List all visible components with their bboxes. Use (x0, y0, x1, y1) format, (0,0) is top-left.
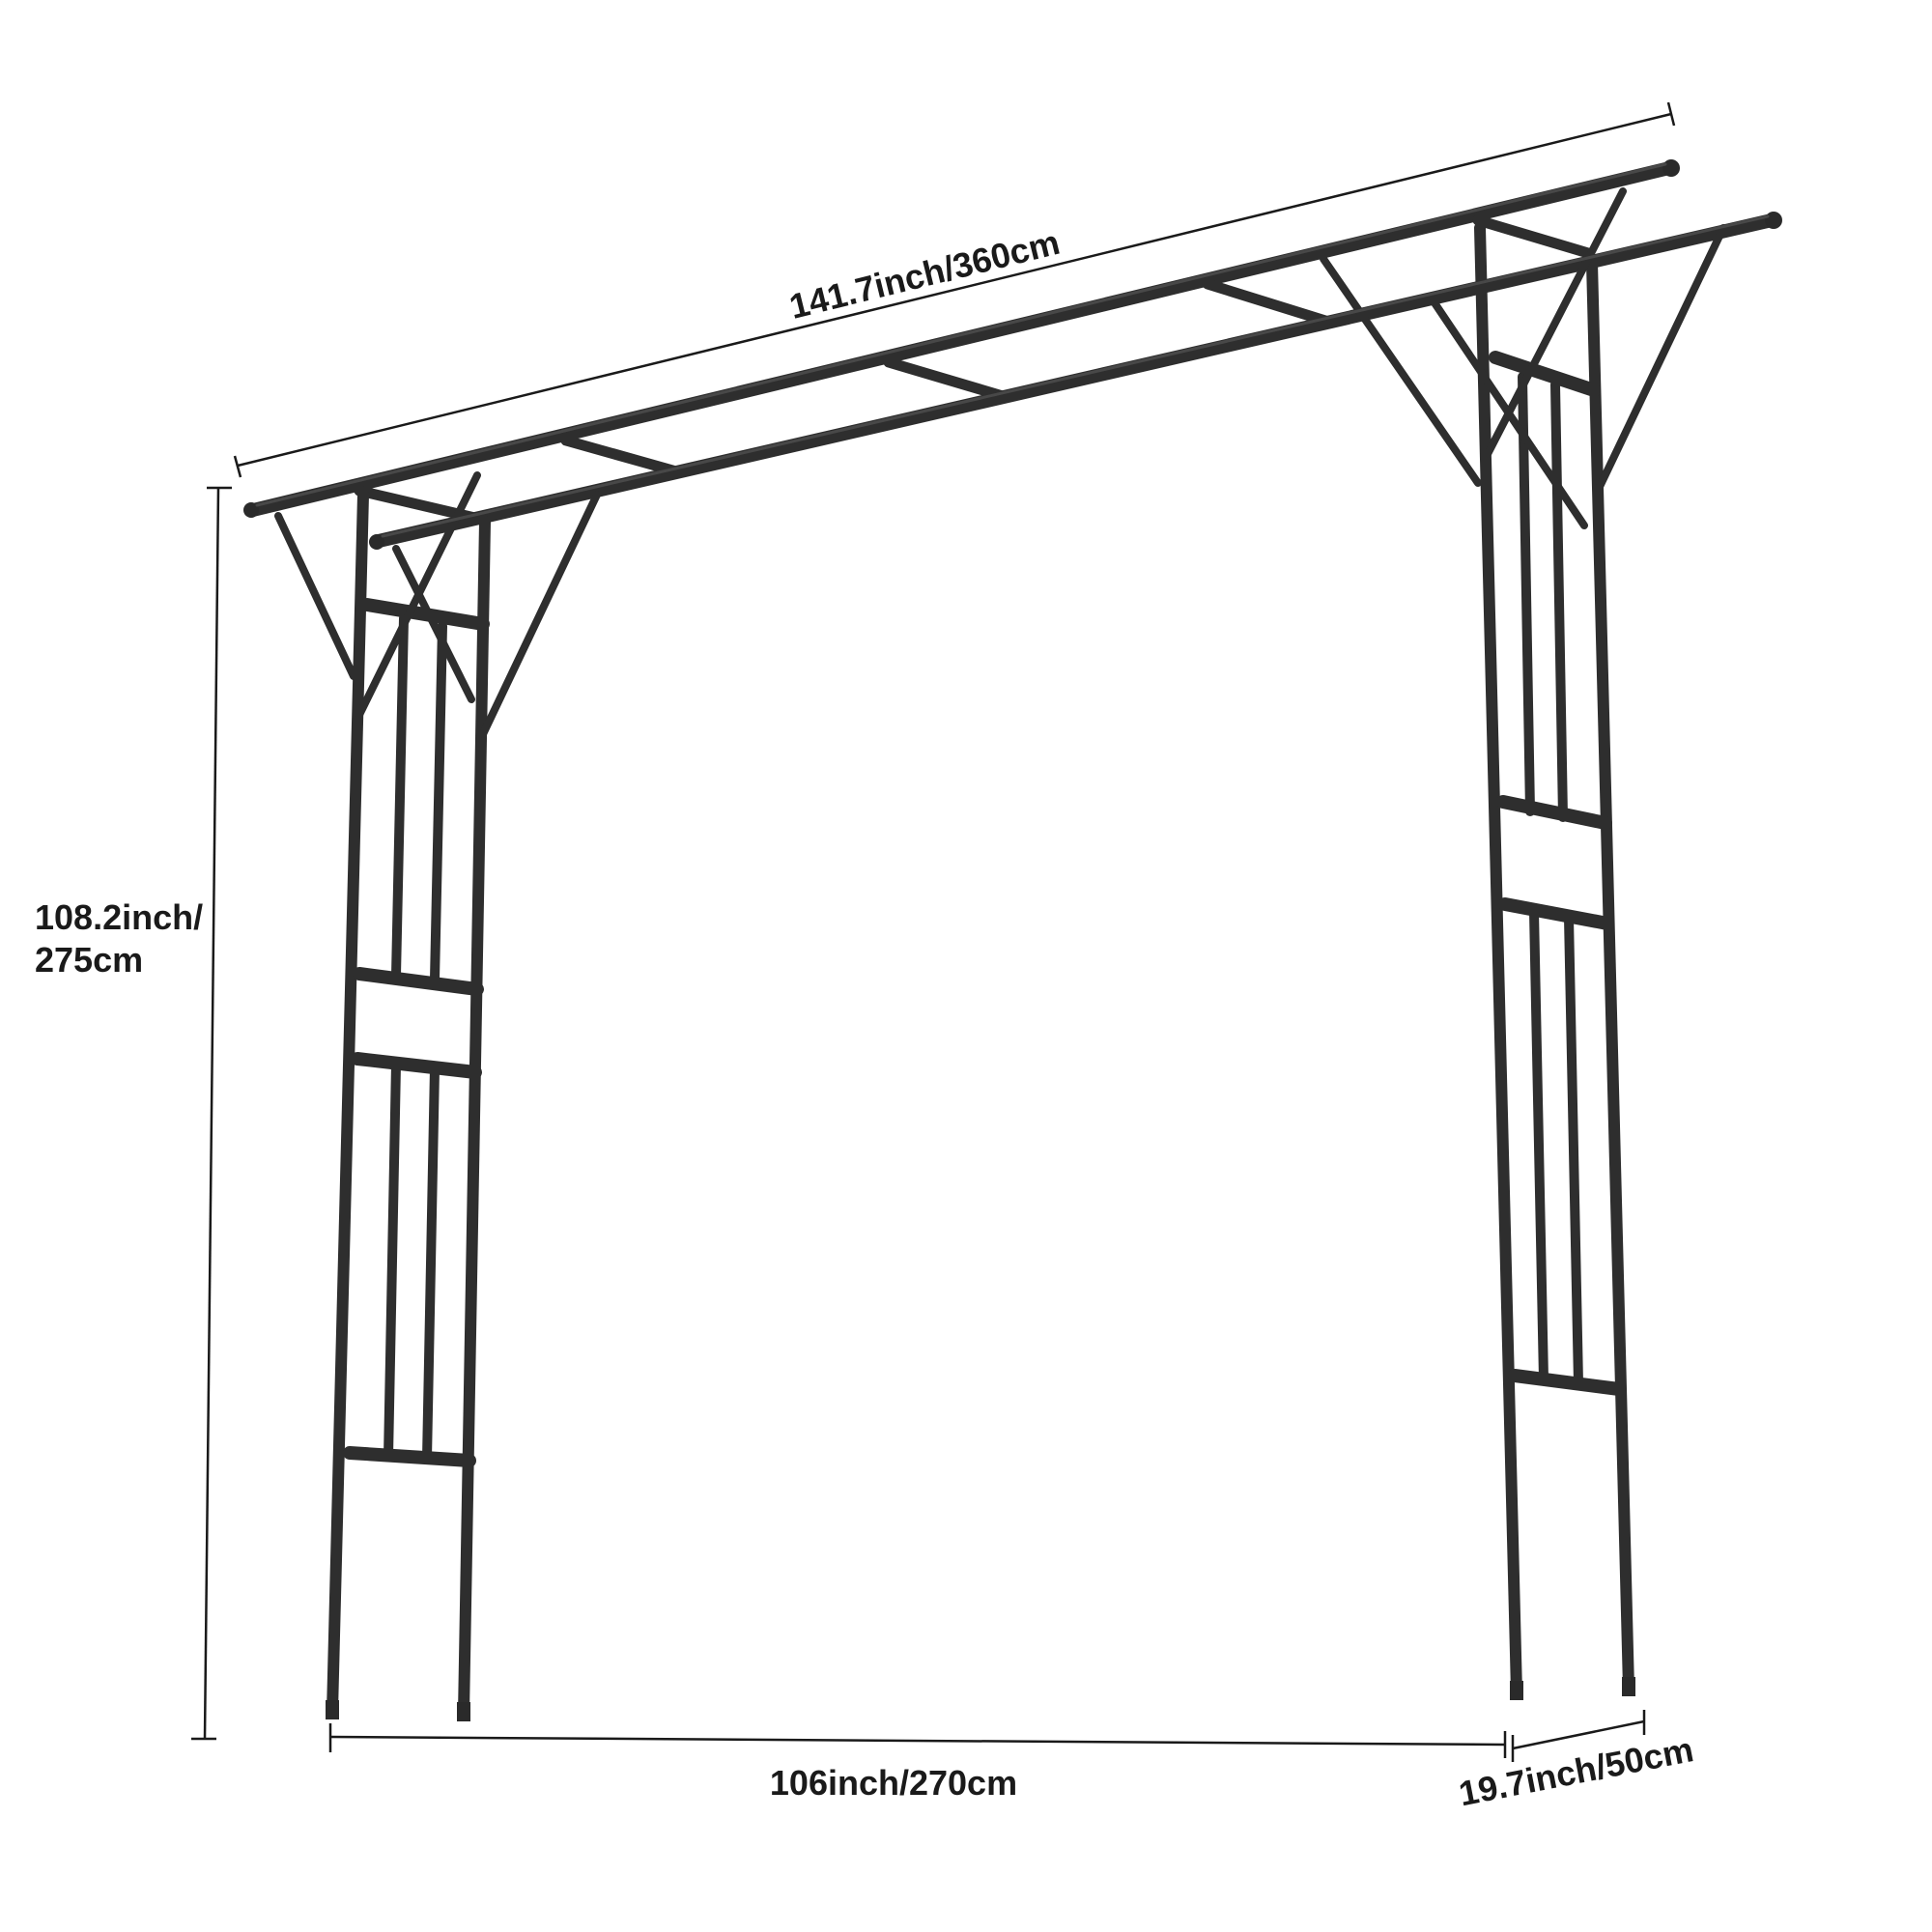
left-brace (392, 545, 475, 703)
rail-end-cap (1765, 212, 1782, 229)
height-dimension-label-line1: 108.2inch/ (35, 897, 203, 937)
right-rung (1508, 1369, 1626, 1396)
top-cross-bars (354, 214, 1594, 526)
left-brace (274, 512, 357, 680)
right-foot-cap (1622, 1677, 1635, 1696)
top-cross-bar (883, 356, 1009, 402)
right-inner-bar (1529, 907, 1548, 1384)
top-cross-bar (1472, 214, 1594, 259)
rail-highlight (255, 162, 1667, 507)
pipe-highlights (255, 162, 1770, 538)
left-rung (351, 1052, 482, 1079)
left-inner-bar (391, 613, 409, 980)
top-rail-front (372, 213, 1778, 548)
right-post-back (1474, 222, 1522, 1698)
rail-highlight (381, 214, 1770, 538)
rail-end-cap (1662, 159, 1680, 177)
depth-dimension-line (1512, 1719, 1645, 1750)
right-inner-bar (1564, 913, 1583, 1388)
right-post-front (1586, 257, 1634, 1694)
length-dimension-tick-left (233, 455, 242, 478)
width-dimension-label: 106inch/270cm (770, 1763, 1017, 1803)
right-inner-bar (1550, 380, 1568, 822)
width-dimension-line (329, 1735, 1506, 1747)
left-post-back (327, 489, 369, 1718)
left-rung (353, 967, 484, 996)
depth-dimension-label: 19.7inch/50cm (1456, 1729, 1696, 1813)
top-rail-back (246, 161, 1676, 517)
left-foot-cap (457, 1702, 470, 1721)
top-cross-bar (1202, 278, 1331, 327)
right-brace (1594, 224, 1727, 495)
rail-end-cap (369, 534, 384, 550)
right-rung (1498, 897, 1614, 930)
left-inner-bar (384, 1060, 401, 1462)
left-inner-bar (430, 621, 447, 984)
height-dimension-label-line2: 275cm (35, 940, 143, 980)
right-foot-cap (1510, 1681, 1523, 1700)
right-rung (1489, 351, 1601, 397)
right-inner-bar (1518, 372, 1535, 816)
dimension-lines (191, 101, 1676, 1762)
right-brace (1320, 255, 1482, 487)
length-dimension-line (237, 112, 1672, 468)
arch-frame (243, 159, 1782, 1721)
top-cross-bar (560, 435, 682, 477)
right-tower (1320, 187, 1727, 1700)
right-rung (1496, 795, 1612, 830)
right-brace (1430, 298, 1588, 529)
left-inner-bar (422, 1064, 440, 1463)
left-foot-cap (326, 1700, 339, 1719)
height-dimension-line (203, 487, 220, 1740)
top-cross-bar (354, 485, 489, 526)
left-post-front (458, 516, 491, 1719)
left-rung (343, 1446, 476, 1467)
length-dimension-tick-right (1666, 101, 1676, 127)
left-tower (274, 471, 601, 1721)
left-brace (479, 491, 601, 738)
rail-end-cap (243, 502, 259, 518)
top-rails (243, 159, 1782, 550)
